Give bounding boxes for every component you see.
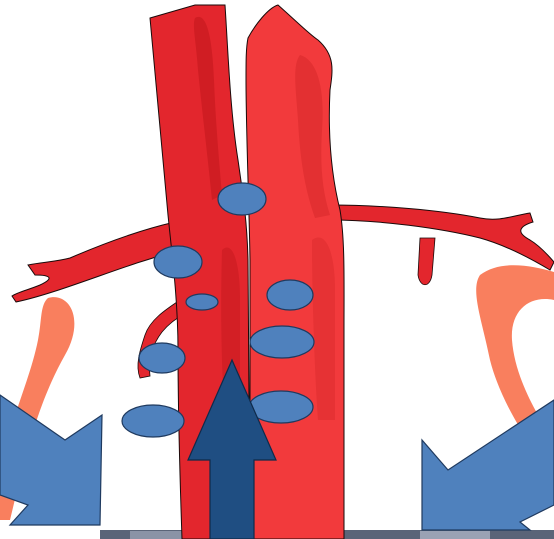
- lymph-node-icon: [154, 246, 202, 278]
- arrow-down-right-icon: [422, 400, 554, 530]
- lymph-node-icon: [250, 326, 314, 358]
- right-renal-vessel: [330, 205, 554, 270]
- lymph-node-icon: [122, 405, 184, 437]
- lymph-node-icon: [218, 183, 266, 215]
- arrow-down-left-icon: [0, 395, 102, 525]
- lymph-node-icon: [267, 280, 313, 310]
- right-small-branch: [418, 238, 435, 285]
- lymph-node-icon: [249, 391, 313, 423]
- lymph-node-icon: [139, 343, 185, 373]
- lymph-node-icon: [186, 294, 218, 310]
